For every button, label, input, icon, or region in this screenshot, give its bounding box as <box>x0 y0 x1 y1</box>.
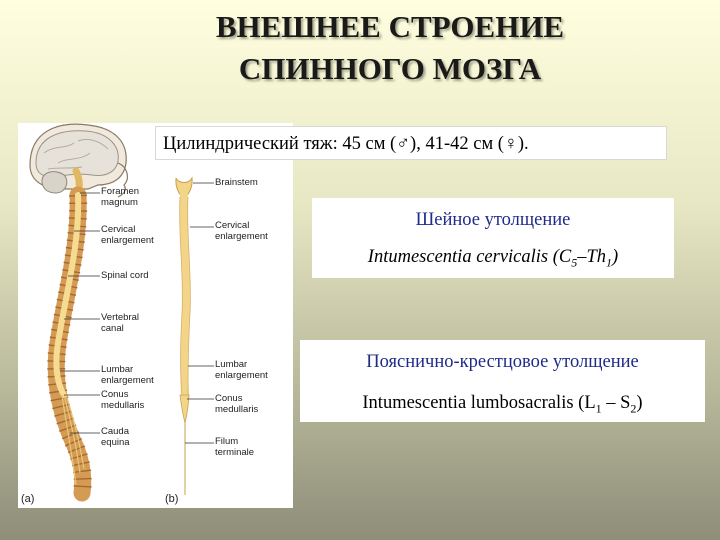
lumbosacral-heading: Пояснично-крестцовое утолщение <box>300 340 705 376</box>
panel-label-b: (b) <box>165 493 178 505</box>
cervical-latin-mid: –Th <box>577 247 606 267</box>
length-info-box: Цилиндрический тяж: 45 см (♂), 41-42 см … <box>155 126 667 160</box>
anatomy-figure: Foramen magnum Cervical enlargement Spin… <box>18 123 293 508</box>
lumbosacral-latin: Intumescentia lumbosacralis (L1 – S2) <box>300 376 705 424</box>
slide-title: ВНЕШНЕЕ СТРОЕНИЕ СПИННОГО МОЗГА <box>150 6 630 90</box>
label-vertebral-canal: Vertebral canal <box>101 313 139 334</box>
cervical-latin-suffix: ) <box>612 247 618 267</box>
label-spinal-cord: Spinal cord <box>101 271 149 282</box>
label-lumbar-enlargement-a: Lumbar enlargement <box>101 365 154 386</box>
label-cervical-enlargement-b: Cervical enlargement <box>215 221 268 242</box>
label-conus-medullaris-b: Conus medullaris <box>215 394 258 415</box>
label-conus-medullaris-a: Conus medullaris <box>101 390 144 411</box>
cervical-latin-text: Intumescentia cervicalis (C <box>368 247 571 267</box>
cervical-latin: Intumescentia cervicalis (C5–Th1) <box>312 232 674 278</box>
title-line-2: СПИННОГО МОЗГА <box>150 48 630 90</box>
lumbosacral-enlargement-box: Пояснично-крестцовое утолщение Intumesce… <box>300 340 705 422</box>
label-filum-terminale: Filum terminale <box>215 437 254 458</box>
label-cauda-equina: Cauda equina <box>101 427 130 448</box>
spinal-cord-b <box>184 193 187 395</box>
label-cervical-enlargement-a: Cervical enlargement <box>101 225 154 246</box>
cervical-heading: Шейное утолщение <box>312 198 674 232</box>
title-line-1: ВНЕШНЕЕ СТРОЕНИЕ <box>150 6 630 48</box>
label-lumbar-enlargement-b: Lumbar enlargement <box>215 360 268 381</box>
lumbosacral-latin-mid: – S <box>602 393 631 413</box>
label-foramen-magnum: Foramen magnum <box>101 187 139 208</box>
cervical-enlargement-box: Шейное утолщение Intumescentia cervicali… <box>312 198 674 278</box>
cerebellum <box>42 172 67 193</box>
panel-label-a: (a) <box>21 493 34 505</box>
lumbosacral-latin-text: Intumescentia lumbosacralis (L <box>362 393 595 413</box>
label-brainstem: Brainstem <box>215 178 258 189</box>
lumbosacral-latin-suffix: ) <box>636 393 642 413</box>
